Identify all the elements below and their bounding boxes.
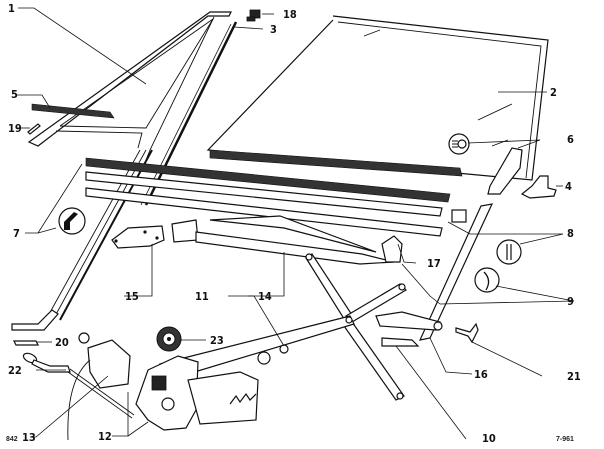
rail-lower-part xyxy=(85,187,443,237)
callout-21: 21 xyxy=(567,370,581,383)
lift-channel-arm xyxy=(209,215,377,253)
rail-upper-part xyxy=(85,171,443,217)
clip-8-detail-circle xyxy=(496,239,522,265)
callout-7: 7 xyxy=(13,227,20,240)
clip-part xyxy=(246,9,261,22)
plate-part xyxy=(13,340,39,346)
callout-15: 15 xyxy=(125,290,139,303)
callout-18: 18 xyxy=(283,8,297,21)
callout-19: 19 xyxy=(8,122,22,135)
small-trim-part xyxy=(27,123,41,135)
lift-channel-part xyxy=(195,231,395,265)
belt-weatherstrip-part xyxy=(85,157,451,203)
callout-12: 12 xyxy=(98,430,112,443)
regulator-arms-part xyxy=(159,253,407,401)
lower-channel-part xyxy=(209,149,463,177)
pivot-bracket-part xyxy=(381,235,403,263)
stop-part xyxy=(455,322,479,344)
callout-1: 1 xyxy=(8,2,15,15)
callout-2: 2 xyxy=(550,86,557,99)
weatherstrip-detail-circle xyxy=(58,207,86,235)
callout-10: 10 xyxy=(482,432,496,445)
regulator-motor-part xyxy=(135,355,259,431)
callout-20: 20 xyxy=(55,336,69,349)
slider-part xyxy=(375,311,441,331)
bracket-part xyxy=(520,175,557,199)
channel-bracket-part xyxy=(171,219,199,243)
callout-9: 9 xyxy=(567,295,574,308)
callout-13: 13 xyxy=(22,431,36,444)
motor-housing-part xyxy=(67,332,131,441)
guide-clip-part xyxy=(451,209,467,223)
trim-strip-part xyxy=(31,103,115,119)
callout-5: 5 xyxy=(11,88,18,101)
callout-23: 23 xyxy=(210,334,224,347)
callout-22: 22 xyxy=(8,364,22,377)
mounting-bracket-part xyxy=(111,225,165,249)
clip-detail-circle xyxy=(448,133,470,155)
reference-code: 7-961 xyxy=(556,436,574,443)
glass-bracket-right xyxy=(487,147,523,195)
leader-lines xyxy=(16,7,575,440)
callout-6: 6 xyxy=(567,133,574,146)
callout-16: 16 xyxy=(474,368,488,381)
callout-11: 11 xyxy=(195,290,209,303)
callout-3: 3 xyxy=(270,23,277,36)
callout-4: 4 xyxy=(565,180,572,193)
crank-handle-part xyxy=(22,352,135,419)
callout-14: 14 xyxy=(258,290,272,303)
clip-9-detail-circle xyxy=(474,267,500,293)
gear-wheel-part xyxy=(156,326,182,352)
callout-8: 8 xyxy=(567,227,574,240)
rear-guide-rail-part xyxy=(381,203,494,347)
page-code: 842 xyxy=(6,436,18,443)
callout-17: 17 xyxy=(427,257,441,270)
